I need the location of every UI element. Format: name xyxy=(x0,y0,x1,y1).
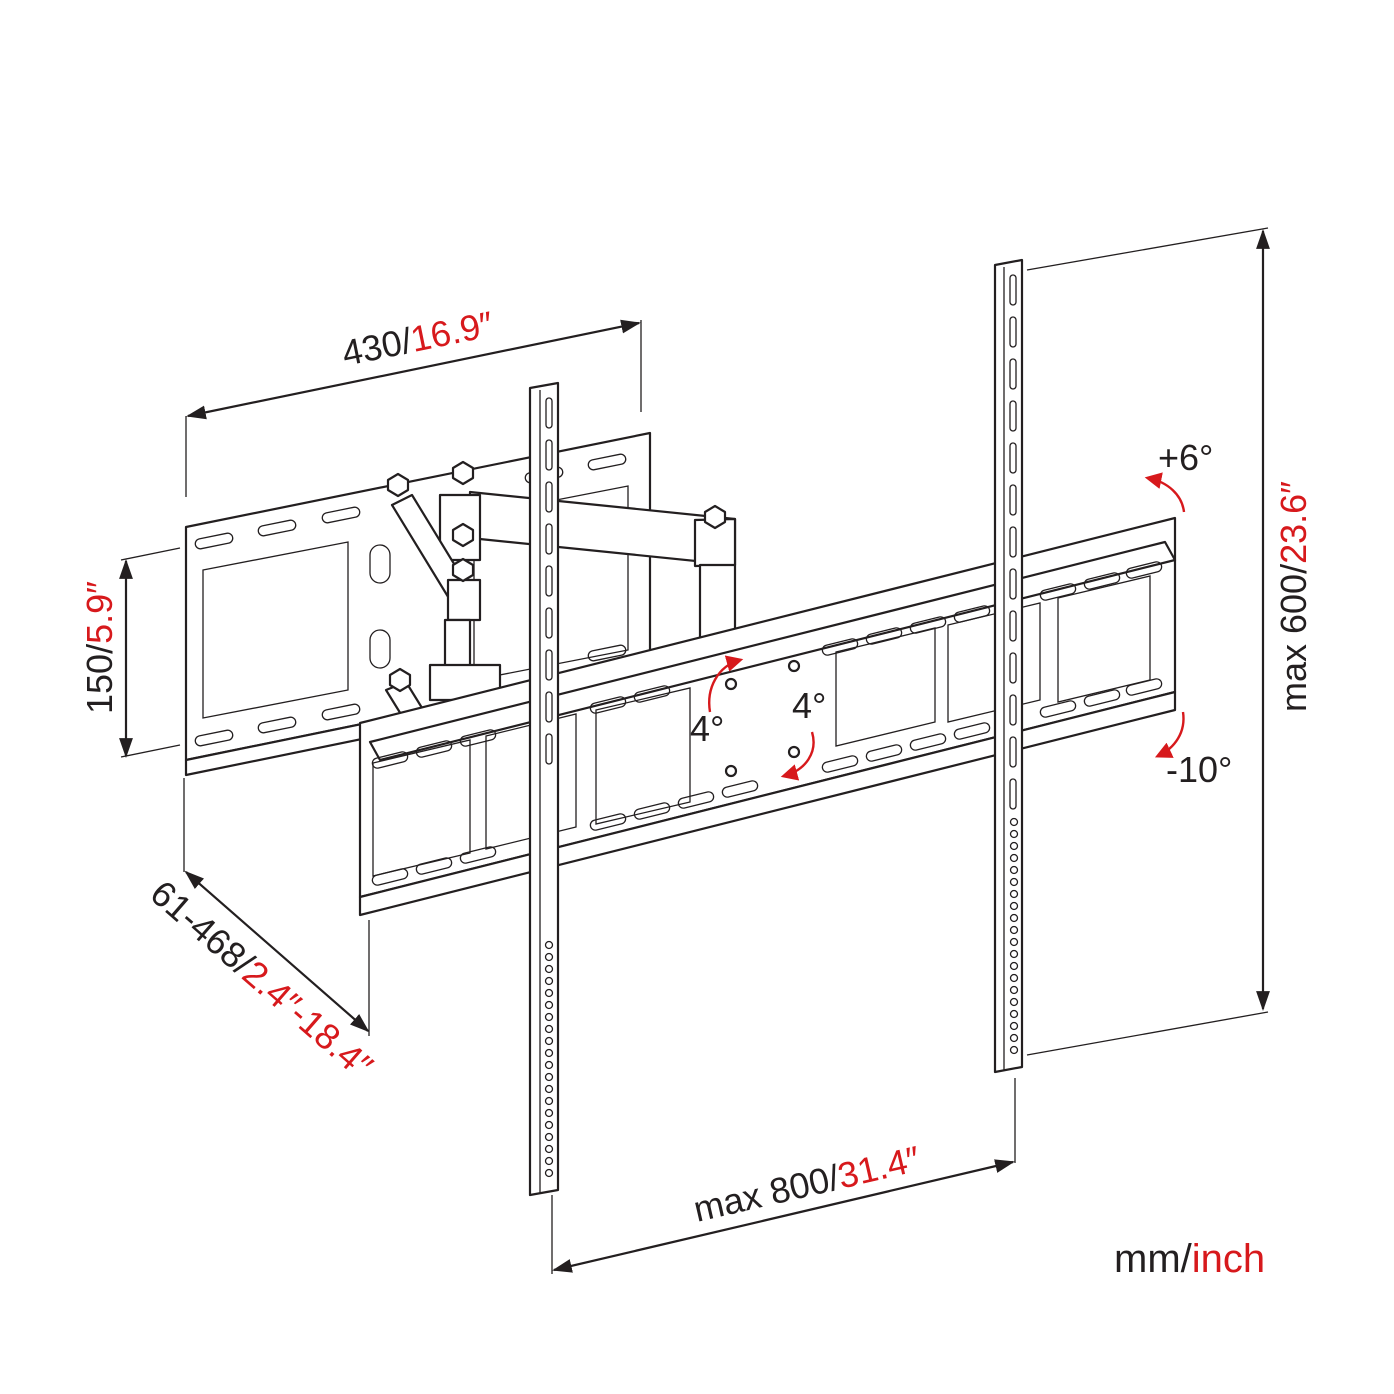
bracket-hole xyxy=(544,1072,554,1082)
bracket-hole xyxy=(544,1144,554,1154)
bracket-slot xyxy=(545,481,553,513)
bracket-hole xyxy=(1009,817,1019,827)
bracket-hole xyxy=(544,1036,554,1046)
bracket-hole xyxy=(1009,1045,1019,1055)
bracket-slot xyxy=(545,607,553,639)
bracket-hole xyxy=(544,1012,554,1022)
units-legend: mm/inch xyxy=(1114,1237,1265,1281)
bracket-hole xyxy=(544,988,554,998)
rotate-left-label: 4° xyxy=(690,708,724,749)
bracket-hole xyxy=(544,952,554,962)
rotation-arrows xyxy=(708,655,815,781)
bracket-hole xyxy=(1009,889,1019,899)
bracket-hole xyxy=(1009,901,1019,911)
bracket-hole xyxy=(1009,841,1019,851)
bracket-slot xyxy=(545,523,553,555)
extension-label: 61-468/2.4″-18.4″ xyxy=(143,872,381,1087)
bracket-slot xyxy=(1009,316,1017,348)
tv-bracket-right xyxy=(993,258,1024,1074)
bracket-hole xyxy=(1009,1021,1019,1031)
bracket-slot xyxy=(1009,736,1017,768)
bracket-hole xyxy=(1009,937,1019,947)
max-vertical-label: max 600/23.6″ xyxy=(1273,481,1314,712)
bracket-hole xyxy=(544,1084,554,1094)
bracket-slot xyxy=(1009,484,1017,516)
bracket-hole xyxy=(1009,925,1019,935)
bracket-slot xyxy=(545,439,553,471)
bracket-slot xyxy=(545,733,553,765)
bracket-slot xyxy=(1009,400,1017,432)
bracket-slot xyxy=(1009,652,1017,684)
bracket-slot xyxy=(545,691,553,723)
bracket-hole xyxy=(1009,1033,1019,1043)
bracket-slot xyxy=(545,565,553,597)
bracket-slot xyxy=(1009,526,1017,558)
bracket-hole xyxy=(544,1132,554,1142)
bracket-hole xyxy=(544,1096,554,1106)
bracket-slot xyxy=(1009,274,1017,306)
center-bolts xyxy=(724,659,801,778)
bracket-hole xyxy=(544,1120,554,1130)
bracket-slot xyxy=(1009,358,1017,390)
tilt-down-label: -10° xyxy=(1166,749,1232,790)
bracket-slot xyxy=(1009,568,1017,600)
bracket-slot xyxy=(1009,694,1017,726)
dimension-lines xyxy=(119,227,1270,1274)
bracket-hole xyxy=(544,1024,554,1034)
bracket-hole xyxy=(1009,853,1019,863)
tilt-arrows xyxy=(1144,472,1186,758)
bracket-slot xyxy=(545,649,553,681)
bracket-slot xyxy=(1009,778,1017,810)
bracket-slot xyxy=(1009,610,1017,642)
bracket-height-label: 150/5.9″ xyxy=(79,581,120,714)
hex-bolt-icon xyxy=(386,460,727,693)
bracket-hole xyxy=(544,1060,554,1070)
bracket-hole xyxy=(1009,949,1019,959)
tv-cross-bar xyxy=(358,516,1177,917)
arm-width-label: 430/16.9″ xyxy=(338,303,496,374)
bracket-slot xyxy=(1009,442,1017,474)
bracket-hole xyxy=(1009,973,1019,983)
wall-plate-slots xyxy=(194,453,627,747)
bracket-hole xyxy=(544,964,554,974)
max-horizontal-label: max 800/31.4″ xyxy=(690,1138,924,1230)
tilt-up-label: +6° xyxy=(1158,437,1213,478)
bracket-hole xyxy=(544,976,554,986)
bracket-hole xyxy=(1009,997,1019,1007)
bracket-hole xyxy=(544,940,554,950)
bracket-hole xyxy=(1009,865,1019,875)
bracket-hole xyxy=(1009,961,1019,971)
bracket-hole xyxy=(544,1048,554,1058)
bracket-hole xyxy=(544,1108,554,1118)
bracket-hole xyxy=(544,1000,554,1010)
cross-bar-slots xyxy=(371,561,1163,886)
bracket-hole xyxy=(1009,913,1019,923)
rotate-right-label: 4° xyxy=(792,685,826,726)
bracket-hole xyxy=(1009,1009,1019,1019)
tv-bracket-left xyxy=(528,381,560,1197)
bracket-hole xyxy=(1009,877,1019,887)
bracket-hole xyxy=(1009,829,1019,839)
bracket-hole xyxy=(1009,985,1019,995)
